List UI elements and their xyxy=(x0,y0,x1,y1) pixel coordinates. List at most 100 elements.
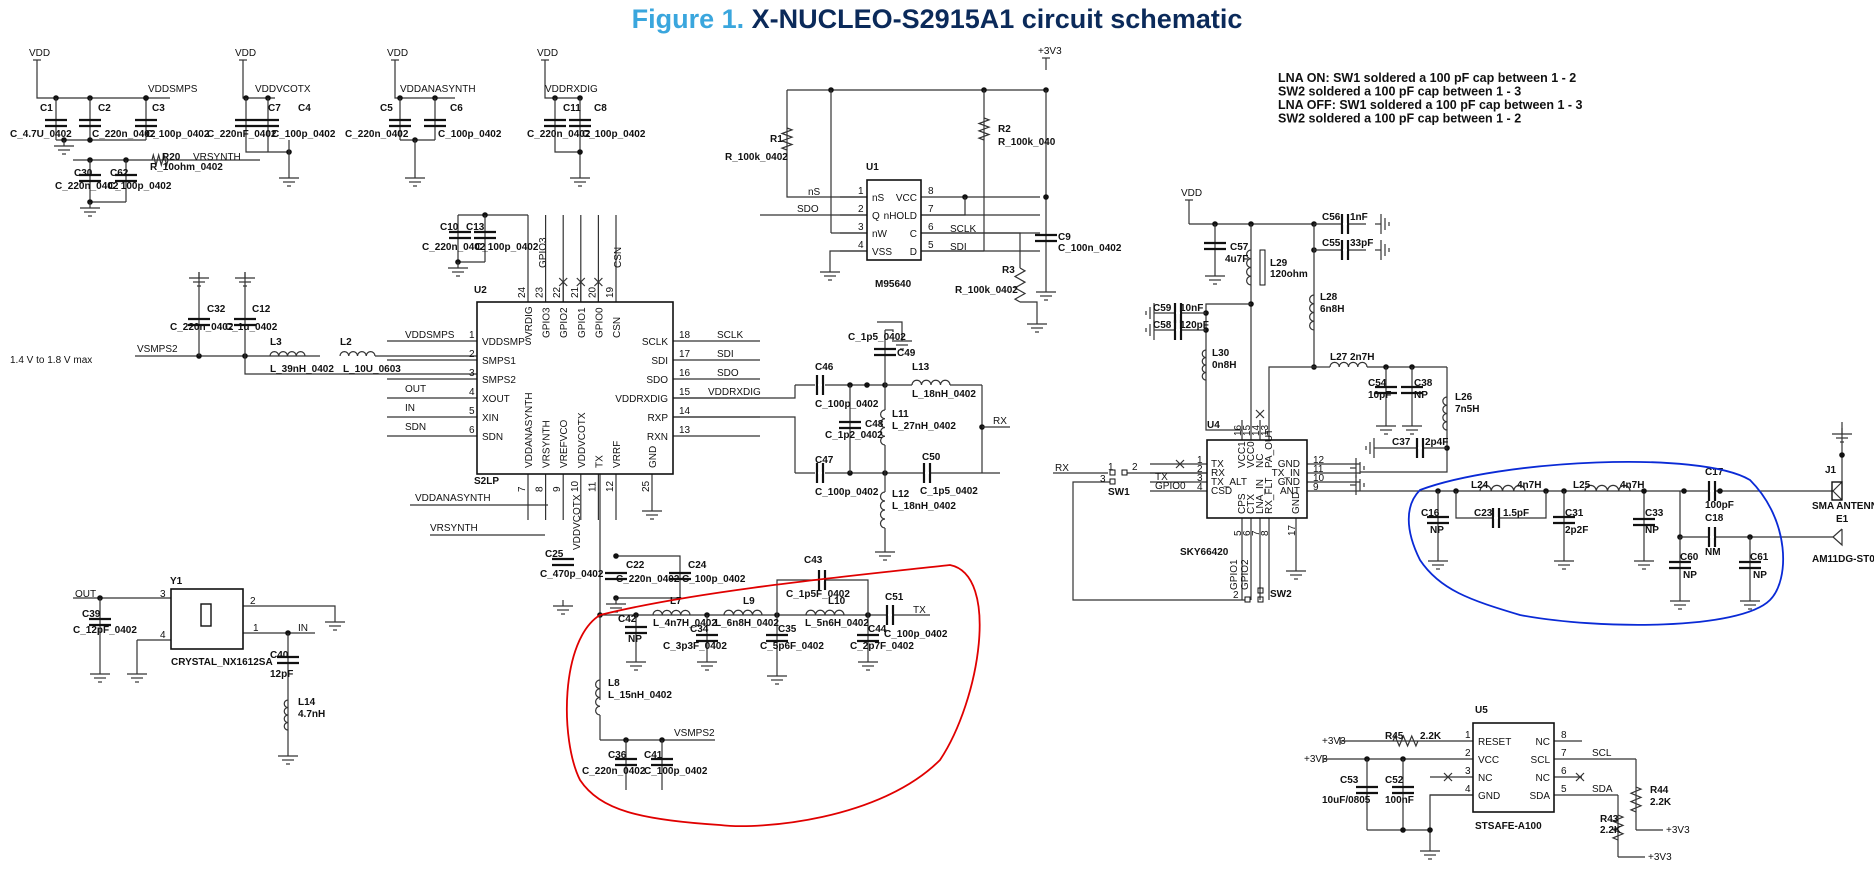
label: C57 xyxy=(1230,242,1249,253)
label: C13 xyxy=(466,222,485,233)
pin-number: 13 xyxy=(679,425,691,436)
pin-name: CTX xyxy=(1246,494,1257,514)
annotations xyxy=(565,460,1784,828)
pin-number: 5 xyxy=(928,240,934,251)
pin-name: RXN xyxy=(647,432,668,443)
label: 0n8H xyxy=(1212,360,1236,371)
label: L_15nH_0402 xyxy=(608,690,672,701)
junction-dot xyxy=(87,137,93,143)
pin-number: 22 xyxy=(552,286,563,298)
wire xyxy=(786,90,867,198)
pin-number: 8 xyxy=(1260,530,1271,536)
junction-dot xyxy=(143,95,149,101)
pin-number: 1 xyxy=(1197,455,1203,466)
capacitor-icon xyxy=(839,420,861,430)
wire xyxy=(829,250,867,266)
switch-pad-icon[interactable] xyxy=(1109,469,1116,476)
pin-name: NC xyxy=(1255,454,1266,468)
capacitor-icon xyxy=(1739,560,1761,570)
label: C48 xyxy=(865,419,884,430)
label: C47 xyxy=(815,455,834,466)
label: NP xyxy=(1414,390,1428,401)
label: C53 xyxy=(1340,775,1359,786)
label: NM xyxy=(1705,547,1721,558)
net-label: VDDRXDIG xyxy=(545,84,598,95)
pin-name: RX_FLT xyxy=(1264,478,1275,515)
capacitor-icon xyxy=(615,757,637,767)
capacitor-icon xyxy=(1707,527,1717,547)
label: C5 xyxy=(380,103,393,114)
capacitor-icon xyxy=(1669,560,1691,570)
net-label: RX xyxy=(993,416,1007,427)
label: C51 xyxy=(885,592,904,603)
label: L_5n6H_0402 xyxy=(805,618,869,629)
figure-number: Figure 1. xyxy=(631,4,745,34)
label: L25 xyxy=(1573,480,1591,491)
label: 2p2F xyxy=(1565,525,1588,536)
pin-number: 16 xyxy=(679,368,691,379)
label: C_220n_0402 xyxy=(170,322,234,333)
ground-icon xyxy=(448,262,468,277)
switch-pad-icon[interactable] xyxy=(1244,596,1251,603)
switch-pad-icon[interactable] xyxy=(1257,596,1264,603)
label: C12 xyxy=(252,304,271,315)
capacitor-icon xyxy=(235,118,257,128)
capacitor-icon xyxy=(234,317,256,327)
wire xyxy=(243,605,336,616)
wire xyxy=(877,321,903,340)
pin-number: 17 xyxy=(679,349,691,360)
capacitor-icon xyxy=(79,173,101,183)
wire xyxy=(885,329,894,332)
tx-filter-highlight-loop xyxy=(565,564,981,828)
ferrite-icon xyxy=(1259,249,1266,286)
pin-name: VRRF xyxy=(612,441,623,468)
capacitor-icon xyxy=(1035,233,1057,243)
label: C10 xyxy=(440,222,459,233)
wire xyxy=(1020,301,1038,318)
label: C_220n_0402 xyxy=(527,129,591,140)
pin-name: NC xyxy=(1478,773,1492,784)
label: C1 xyxy=(40,103,53,114)
net-label: IN xyxy=(298,623,308,634)
net-label: VDDVCOTX xyxy=(572,494,583,550)
label: C6 xyxy=(450,103,463,114)
label: 100pF xyxy=(1705,500,1734,511)
pin-name: VSS xyxy=(872,247,892,258)
pin-number: 4 xyxy=(1465,784,1471,795)
pin-number: 2 xyxy=(1233,590,1239,601)
ground-icon xyxy=(405,172,425,187)
pin-name: ANT xyxy=(1280,486,1300,497)
label: L_4n7H_0402 xyxy=(653,618,717,629)
switch-pad-icon[interactable] xyxy=(1109,478,1116,485)
pin-number: 7 xyxy=(517,486,528,492)
inductor-l7 xyxy=(652,609,691,616)
pin-name: VDDANASYNTH xyxy=(524,392,535,468)
junction-dot xyxy=(1839,452,1845,458)
ground-icon xyxy=(1350,458,1365,478)
label: C_220n_0402 xyxy=(92,129,156,140)
power-label: +3V3 xyxy=(1322,736,1346,747)
pin-number: 10 xyxy=(570,480,581,492)
pin-name: GPIO2 xyxy=(559,307,570,338)
label: L29 xyxy=(1270,258,1288,269)
label: L24 xyxy=(1471,480,1489,491)
wire xyxy=(1360,367,1448,473)
net-label: OUT xyxy=(75,589,96,600)
power-label: VDD xyxy=(29,48,50,59)
pin-name: SDO xyxy=(646,375,668,386)
pin-name: VDDRXDIG xyxy=(615,394,668,405)
capacitor-icon xyxy=(874,347,896,357)
junction-dot xyxy=(1400,827,1406,833)
label: 2p4F xyxy=(1425,437,1448,448)
label: 4.7nH xyxy=(298,709,325,720)
pin-name: GND xyxy=(1478,791,1500,802)
pin-number: 7 xyxy=(1561,748,1567,759)
pin-number: 1 xyxy=(858,186,864,197)
net-label: SCLK xyxy=(950,224,976,235)
resistor-r3 xyxy=(1013,267,1027,303)
label: L_39nH_0402 xyxy=(270,364,334,375)
ferrite-l29 xyxy=(1246,249,1252,286)
switch-pad-icon[interactable] xyxy=(1121,469,1128,476)
switch-pad-icon[interactable] xyxy=(1257,587,1264,594)
